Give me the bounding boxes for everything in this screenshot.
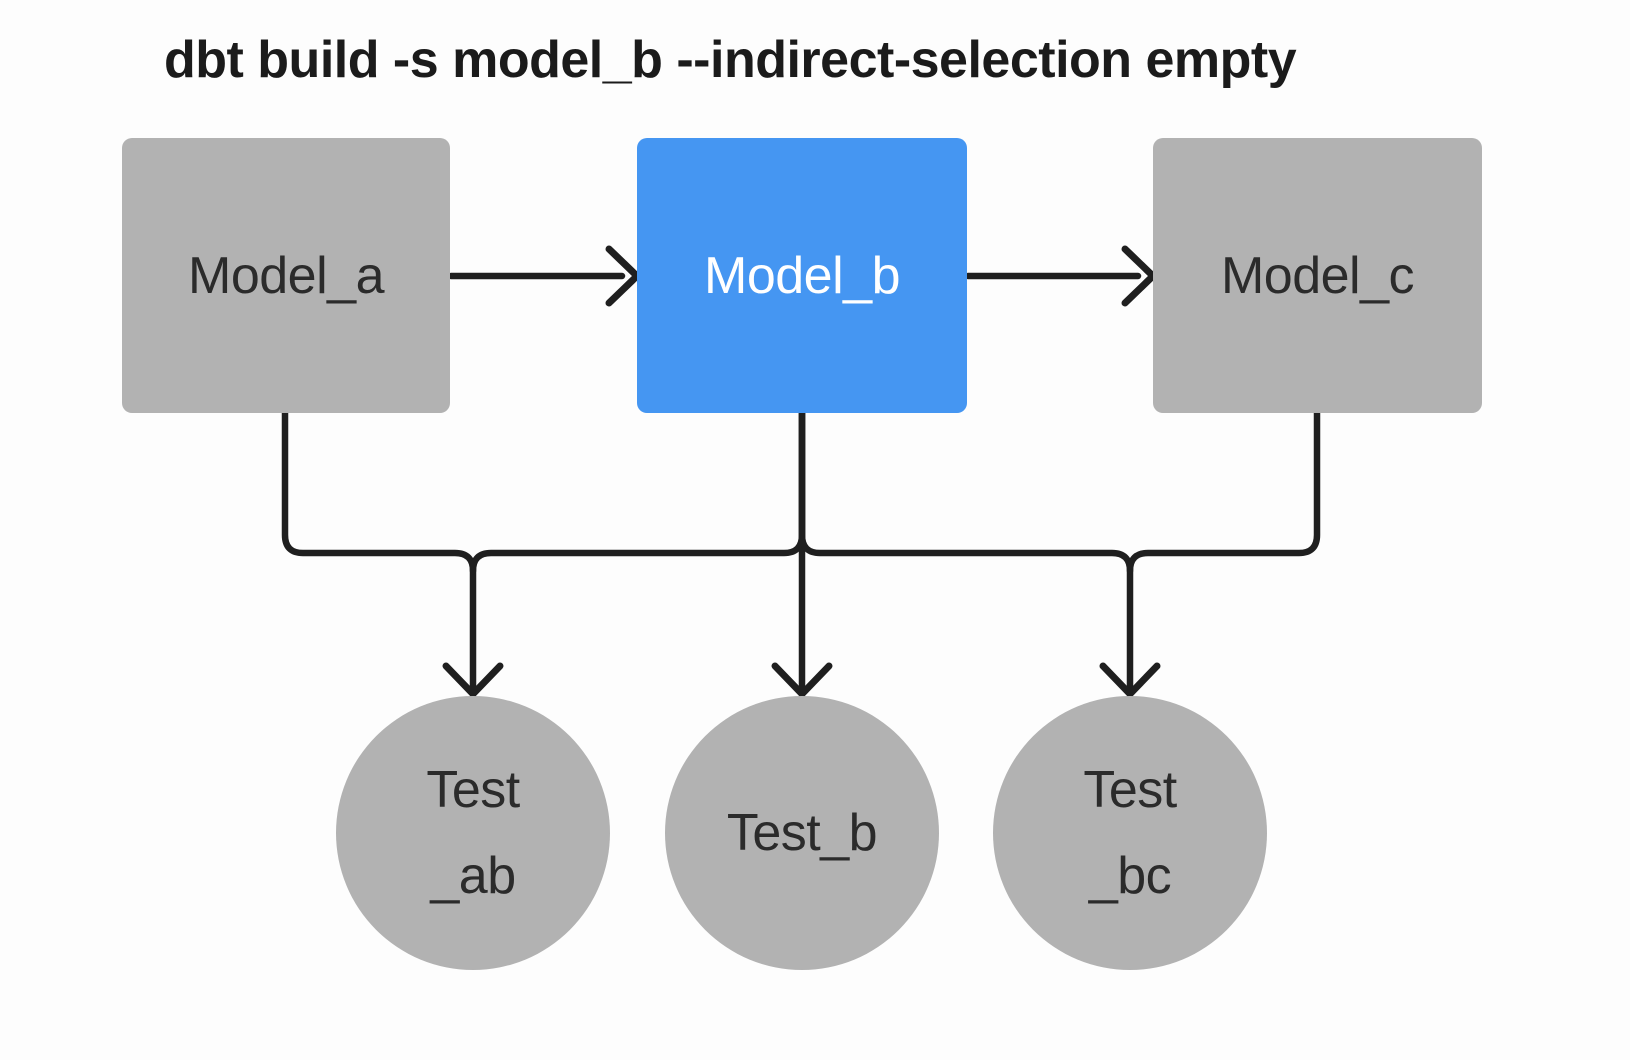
node-test-ab: Test _ab: [336, 696, 610, 970]
node-test-ab-label-line2: _ab: [430, 847, 516, 905]
node-model-b-label: Model_b: [704, 246, 900, 305]
arrowhead-into-test-ab: [442, 662, 504, 698]
node-test-ab-label-line1: Test: [426, 761, 520, 819]
edge-model-a-to-test-ab: [281, 409, 477, 690]
node-test-bc: Test _bc: [993, 696, 1267, 970]
diagram-title: dbt build -s model_b --indirect-selectio…: [164, 31, 1297, 89]
node-model-a: Model_a: [122, 138, 450, 413]
node-test-b-label-line1: Test_b: [726, 804, 878, 862]
node-model-c-label: Model_c: [1220, 246, 1415, 305]
node-model-c: Model_c: [1153, 138, 1482, 413]
edge-model-c-to-test-bc: [1126, 409, 1321, 575]
node-test-bc-label-line2: _bc: [1088, 847, 1172, 905]
node-model-b-selected: Model_b: [637, 138, 967, 413]
node-test-bc-label-line1: Test: [1083, 761, 1177, 819]
arrowhead-into-test-b: [771, 662, 833, 698]
node-model-a-label: Model_a: [188, 246, 384, 305]
arrowhead-into-test-bc: [1099, 662, 1161, 698]
node-test-b: Test_b: [665, 696, 939, 970]
edge-model-b-to-test-bc: [798, 409, 1134, 690]
edge-model-b-to-test-ab: [469, 409, 806, 575]
